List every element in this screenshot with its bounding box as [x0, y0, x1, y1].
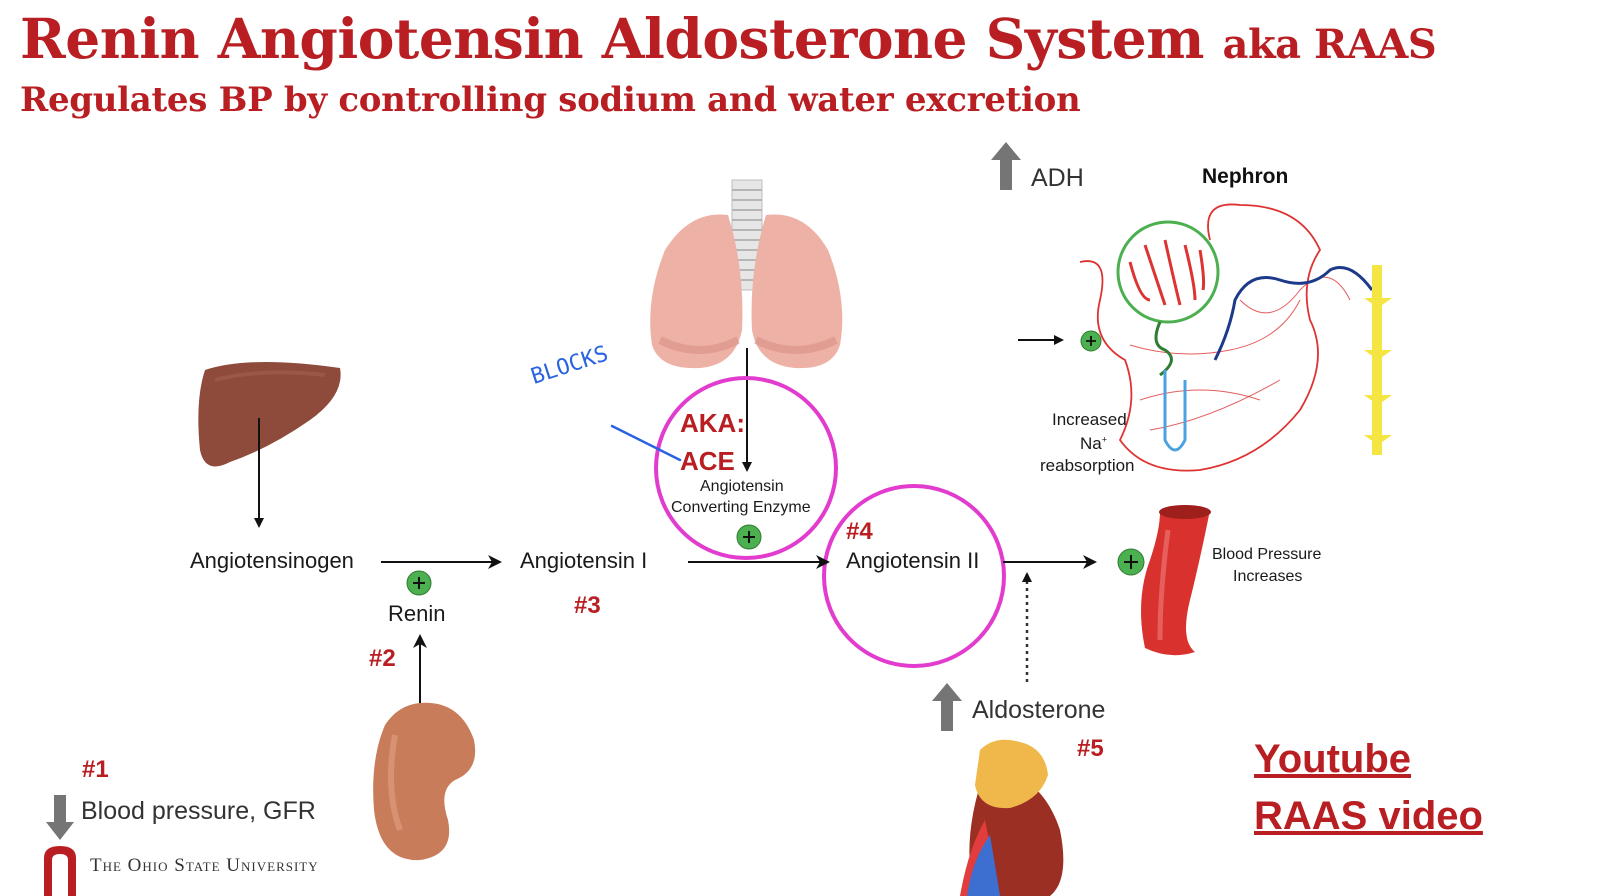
osu-logo: [44, 846, 76, 896]
page-title: Renin Angiotensin Aldosterone System aka…: [20, 6, 1437, 71]
angiotensin-2-highlight-circle: [822, 484, 1006, 668]
youtube-link[interactable]: Youtube: [1254, 737, 1412, 781]
title-suffix: aka RAAS: [1222, 21, 1437, 68]
increased-label: Increased: [1052, 410, 1127, 429]
lungs-icon: [650, 179, 843, 369]
bp-increases-line2: Increases: [1233, 568, 1303, 585]
university-name: The Ohio State University: [90, 855, 319, 876]
page-subtitle: Regulates BP by controlling sodium and w…: [20, 80, 1081, 120]
plus-icon: [1117, 548, 1145, 576]
na-label: Na+: [1080, 434, 1107, 453]
ace-full-line2: Converting Enzyme: [671, 499, 811, 516]
plus-icon: [736, 524, 762, 550]
up-arrow-icon: [932, 683, 962, 731]
aldosterone-label: Aldosterone: [972, 696, 1106, 724]
nephron-label: Nephron: [1202, 165, 1289, 188]
down-arrow-icon: [46, 795, 74, 840]
aka-label: AKA:: [680, 408, 745, 438]
step-1: #1: [82, 756, 109, 783]
raas-video-link[interactable]: RAAS video: [1254, 794, 1483, 838]
blocks-pointer-line: [610, 424, 682, 462]
blood-vessel-icon: [1141, 505, 1211, 656]
bp-increases-line1: Blood Pressure: [1212, 546, 1322, 563]
nephron-icon: [1079, 203, 1392, 472]
adh-label: ADH: [1031, 164, 1084, 192]
liver-icon: [198, 361, 341, 467]
angiotensin-2-label: Angiotensin II: [846, 548, 980, 573]
step-4: #4: [846, 518, 873, 545]
step-2: #2: [369, 645, 396, 672]
renin-label: Renin: [388, 601, 446, 626]
angiotensin-1-label: Angiotensin I: [520, 548, 648, 573]
na-superscript: +: [1101, 434, 1107, 445]
up-arrow-icon: [991, 142, 1021, 190]
step-5: #5: [1077, 735, 1104, 762]
angiotensinogen-label: Angiotensinogen: [190, 548, 354, 573]
reabsorption-label: reabsorption: [1040, 456, 1135, 475]
step-3: #3: [574, 592, 601, 619]
ace-label: ACE: [680, 446, 735, 476]
ace-highlight-circle: [654, 376, 838, 560]
kidney-icon: [373, 702, 476, 861]
plus-icon: [1080, 330, 1102, 352]
adrenal-kidney-icon: [960, 739, 1064, 896]
ace-full-line1: Angiotensin: [700, 478, 784, 495]
bp-gfr-label: Blood pressure, GFR: [81, 797, 316, 825]
plus-icon: [406, 570, 432, 596]
